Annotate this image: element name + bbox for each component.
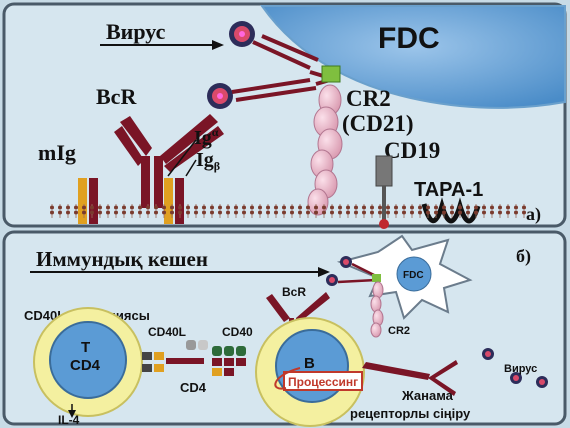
bcr-small-label: BcR: [282, 285, 306, 299]
virus-particle: [510, 372, 522, 384]
il4-label: IL-4: [58, 413, 80, 427]
panel-b: Иммундық кешен б) FDC CR2 BcR: [2, 230, 567, 427]
virus-particle: [229, 21, 255, 47]
immune-complex-label: Иммундық кешен: [36, 247, 208, 271]
t-cell-cd4-label: CD4: [70, 357, 101, 374]
fdc-cell: [260, 5, 566, 109]
ig-alpha-beta-right: [164, 178, 184, 224]
cd19-tail: [379, 219, 389, 229]
mig-label: mIg: [38, 140, 76, 165]
cd19-label: CD19: [384, 138, 440, 163]
virus-arrowhead: [212, 40, 224, 50]
ig-alpha-label: Igα: [194, 125, 219, 149]
t-cell-nucleus: [49, 321, 127, 399]
fdc-label: FDC: [378, 22, 440, 55]
cd40-label: CD40: [222, 325, 253, 339]
tapa1-label: TAPA-1: [414, 179, 483, 201]
t-label: T: [81, 339, 90, 356]
virus-particle: [326, 274, 338, 286]
bcr-receptor: [114, 114, 224, 208]
virus-particle: [482, 348, 494, 360]
panel-b-letter: б): [516, 246, 531, 267]
virus-particle: [207, 83, 233, 109]
processing-label: Процессинг: [288, 375, 358, 389]
b-label: B: [304, 355, 315, 372]
ig-alpha-pointer: [167, 139, 197, 177]
fdc-nucleus: [396, 256, 432, 292]
panel-a: FDC Вирус: [2, 2, 567, 229]
b-cell-membrane: [48, 204, 528, 218]
virus-label: Вирус: [106, 19, 166, 44]
cr2-label: CR2: [346, 86, 391, 111]
virus-small-label: Вирус: [504, 363, 537, 375]
synapse-molecules: [142, 340, 246, 376]
side-receptor-antibody: [362, 360, 458, 396]
panel-a-letter: а): [526, 204, 541, 225]
side-receptor-line1: Жанама: [401, 388, 454, 403]
cd40l-label: CD40L: [148, 325, 186, 339]
tapa1-receptor: [421, 197, 481, 224]
virus-particle: [340, 256, 352, 268]
ig-beta-pointer: [185, 159, 197, 177]
ig-alpha-beta-left: [78, 178, 98, 224]
ig-beta-label: Igβ: [196, 149, 220, 173]
immune-complex-antibody: [231, 34, 331, 102]
cr2-small-label: CR2: [388, 325, 410, 337]
processing-box: [283, 371, 363, 391]
cd21-label: (CD21): [342, 111, 414, 136]
processing-arrow: [274, 367, 301, 390]
c3d-fragment: [321, 65, 341, 83]
cd19-receptor: [375, 155, 393, 187]
side-receptor-line2: рецепторлы сіңіру: [350, 406, 471, 421]
fdc-small-label: FDC: [403, 270, 424, 281]
cr2-small: [370, 281, 384, 338]
cd4-label: CD4: [180, 380, 207, 395]
virus-particle: [536, 376, 548, 388]
bcr-label: BcR: [96, 84, 137, 109]
